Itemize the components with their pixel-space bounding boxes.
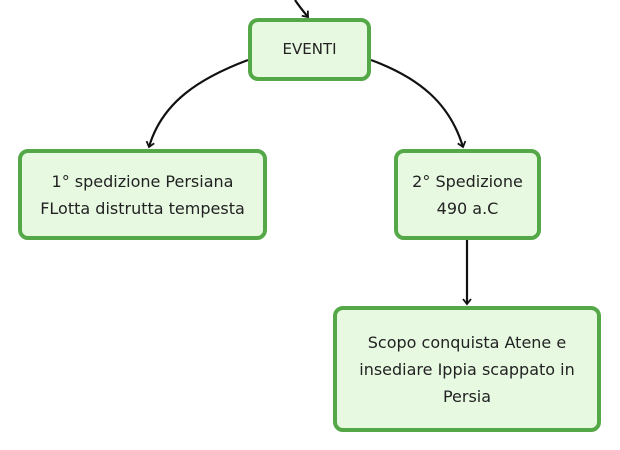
node-first-expedition-line-2: FLotta distrutta tempesta bbox=[40, 198, 245, 218]
node-eventi-line-1: EVENTI bbox=[282, 40, 337, 58]
node-first-expedition-line-1: 1° spedizione Persiana bbox=[51, 171, 234, 191]
node-second-expedition-line-2: 490 a.C bbox=[436, 198, 499, 218]
node-scope-line-3: Persia bbox=[442, 386, 492, 406]
node-scope-line-2: insediare Ippia scappato in bbox=[359, 359, 575, 379]
node-eventi[interactable]: EVENTI bbox=[248, 18, 371, 81]
node-first-expedition[interactable]: 1° spedizione Persiana FLotta distrutta … bbox=[18, 149, 267, 240]
connector-eventi-second bbox=[370, 58, 467, 149]
node-scope[interactable]: Scopo conquista Atene e insediare Ippia … bbox=[333, 306, 601, 432]
connector-eventi-first bbox=[145, 58, 249, 149]
node-scope-line-1: Scopo conquista Atene e bbox=[367, 332, 567, 352]
connector-incoming-eventi bbox=[294, 0, 309, 19]
node-second-expedition[interactable]: 2° Spedizione 490 a.C bbox=[394, 149, 541, 240]
node-second-expedition-line-1: 2° Spedizione bbox=[412, 171, 523, 191]
